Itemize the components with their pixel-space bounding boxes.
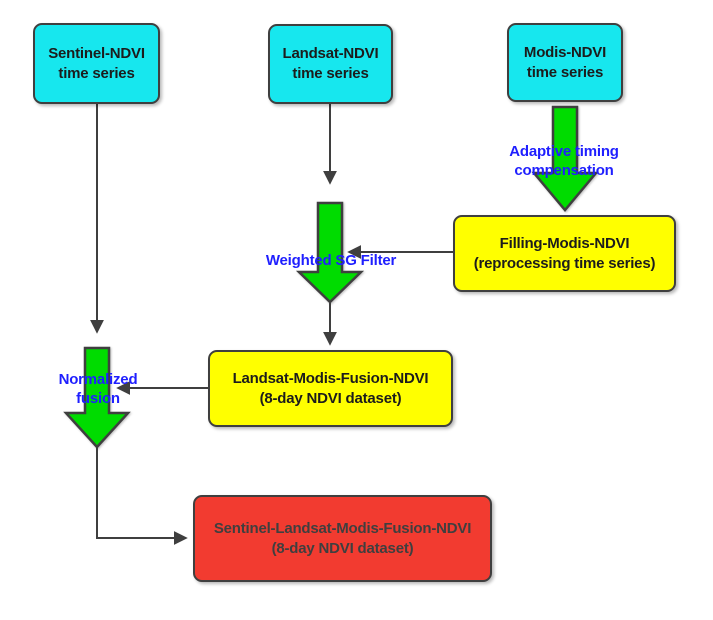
node-landsat-ndvi: Landsat-NDVI time series xyxy=(268,24,393,104)
node-landsat-line1: Landsat-NDVI xyxy=(282,45,379,62)
node-filling-modis-ndvi: Filling-Modis-NDVI (reprocessing time se… xyxy=(453,215,676,292)
node-fusion2-line1: Sentinel-Landsat-Modis-Fusion-NDVI xyxy=(213,519,472,537)
label-normalized-fusion: Normalized fusion xyxy=(38,370,158,408)
label-weighted-line1: Weighted SG Filter xyxy=(265,252,397,269)
node-fusion1-line1: Landsat-Modis-Fusion-NDVI xyxy=(232,369,429,387)
node-fusion1-line2: (8-day NDVI dataset) xyxy=(259,389,402,407)
node-filling-line1: Filling-Modis-NDVI xyxy=(499,234,630,252)
connector-normalized-to-redbox xyxy=(96,447,188,545)
node-landsat-line2: time series xyxy=(292,65,369,82)
label-adaptive-timing-compensation: Adaptive timing compensation xyxy=(484,142,644,180)
label-adaptive-line2: compensation xyxy=(514,162,614,179)
node-sentinel-line1: Sentinel-NDVI xyxy=(48,44,145,62)
label-normalized-line1: Normalized xyxy=(58,371,138,388)
block-arrow-adaptive-timing xyxy=(531,105,599,212)
node-sentinel-landsat-modis-fusion-ndvi: Sentinel-Landsat-Modis-Fusion-NDVI (8-da… xyxy=(193,495,492,582)
block-arrow-weighted-sg-filter xyxy=(295,201,365,304)
block-arrow-normalized-fusion xyxy=(63,346,131,449)
node-modis-line1: Modis-NDVI xyxy=(523,43,607,61)
node-sentinel-ndvi: Sentinel-NDVI time series xyxy=(33,23,160,104)
node-modis-ndvi: Modis-NDVI time series xyxy=(507,23,623,102)
label-weighted-sg-filter: Weighted SG Filter xyxy=(246,251,416,270)
node-modis-line2: time series xyxy=(526,63,604,81)
node-filling-line2: (reprocessing time series) xyxy=(473,254,656,272)
node-sentinel-line2: time series xyxy=(58,64,135,82)
node-landsat-modis-fusion-ndvi: Landsat-Modis-Fusion-NDVI (8-day NDVI da… xyxy=(208,350,453,427)
label-adaptive-line1: Adaptive timing xyxy=(509,143,619,160)
label-normalized-line2: fusion xyxy=(76,390,120,407)
node-fusion2-line2: (8-day NDVI dataset) xyxy=(271,539,414,557)
